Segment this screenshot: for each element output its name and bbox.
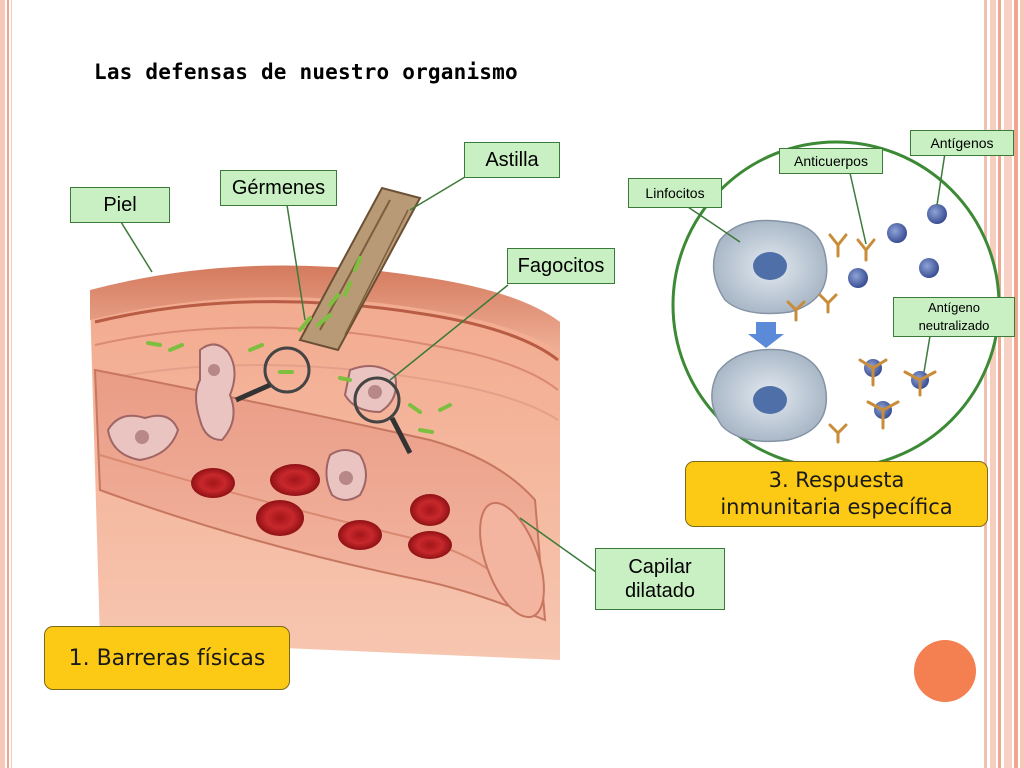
label-antigenos: Antígenos [910,130,1014,156]
label-linfocitos: Linfocitos [628,178,722,208]
germs [146,256,452,434]
label-germenes: Gérmenes [220,170,337,206]
label-anticuerpos: Anticuerpos [779,148,883,174]
accent-circle [914,640,976,702]
label-fagocitos: Fagocitos [507,248,615,284]
right-border-stripe [984,0,1024,768]
page-title: Las defensas de nuestro organismo [94,60,518,84]
stage-barreras-fisicas: 1. Barreras físicas [44,626,290,690]
stage-barreras-text: 1. Barreras físicas [68,645,266,671]
antibodies [786,233,937,444]
magnifier-left [234,346,311,403]
label-astilla: Astilla [464,142,560,178]
leader-lines [120,176,597,573]
left-border-stripe [0,0,12,768]
label-capilar-text: Capilar dilatado [624,556,696,602]
label-piel: Piel [70,187,170,223]
label-capilar-dilatado: Capilar dilatado [595,548,725,610]
stage-respuesta-line2: inmunitaria específica [720,495,953,519]
red-blood-cells [191,464,452,559]
magnifier-right [353,376,413,455]
stage-respuesta-line1: 3. Respuesta [768,468,905,492]
label-antigeno-neutralizado: Antígeno neutralizado [893,297,1015,337]
immune-response-inset [671,140,1001,470]
stage-respuesta-inmunitaria: 3. Respuesta inmunitaria específica [685,461,988,527]
